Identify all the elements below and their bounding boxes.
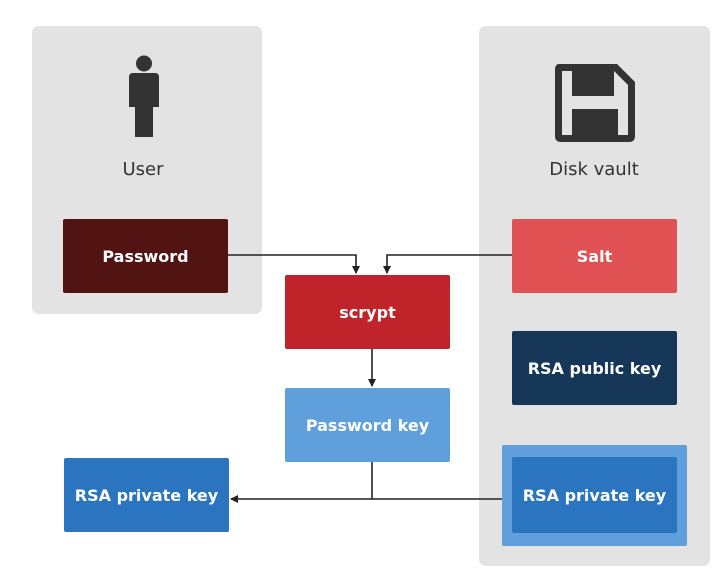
password-box: Password — [63, 219, 228, 293]
salt-box: Salt — [512, 219, 677, 293]
person-icon — [129, 55, 159, 137]
password-key-box: Password key — [285, 388, 450, 462]
rsa-public-key-box: RSA public key — [512, 331, 677, 405]
user-caption: User — [122, 159, 164, 180]
arrow-salt-to-scrypt — [383, 254, 512, 274]
vault-caption: Disk vault — [549, 159, 639, 180]
vault-rsa-private-key-box: RSA private key — [512, 457, 677, 533]
arrow-password-to-scrypt — [228, 254, 360, 274]
floppy-disk-icon — [555, 64, 635, 142]
scrypt-box: scrypt — [285, 275, 450, 349]
output-rsa-private-key-box: RSA private key — [64, 458, 229, 532]
